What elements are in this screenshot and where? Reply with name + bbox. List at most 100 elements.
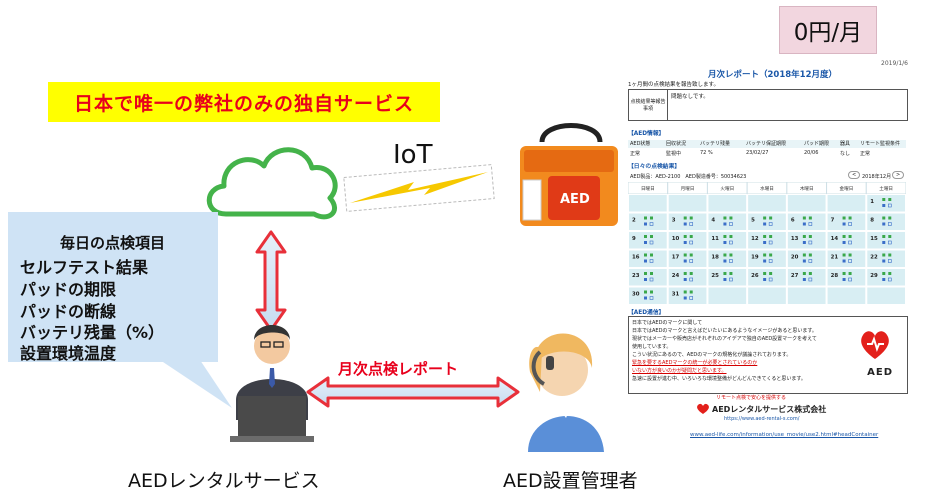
monthly-report-arrow-label: 月次点検レポート <box>338 360 459 378</box>
cloud-icon <box>206 147 338 220</box>
calendar-day-cell <box>628 249 668 268</box>
status-check-marker <box>644 222 647 226</box>
check-item: セルフテスト結果 <box>20 258 149 277</box>
status-check-marker <box>763 241 767 244</box>
aed-info-value-row: 正常 監視中 72 % 23/02/27 20/06 なし 正常 <box>628 150 906 158</box>
day-number: 1 <box>870 199 874 205</box>
day-number: 24 <box>672 273 680 279</box>
status-ok-marker <box>882 272 886 275</box>
vertical-double-arrow <box>255 230 287 332</box>
calendar-day-cell <box>826 231 867 250</box>
check-item: パッドの期限 <box>20 280 117 299</box>
weekday-label: 木曜日 <box>800 185 814 192</box>
day-number: 26 <box>751 273 759 279</box>
day-number: 17 <box>672 255 680 261</box>
status-check-marker <box>729 277 733 282</box>
info-value: 72 % <box>700 150 713 156</box>
status-check-marker <box>723 259 727 263</box>
calendar-day-cell <box>747 249 787 268</box>
day-number: 6 <box>791 218 795 224</box>
prev-month-button[interactable]: < <box>848 171 861 179</box>
calendar-day-cell <box>667 231 708 250</box>
status-check-marker <box>768 277 773 282</box>
status-check-marker <box>729 259 733 263</box>
status-ok-marker <box>644 253 647 257</box>
status-ok-marker <box>723 272 727 275</box>
status-check-marker <box>882 204 886 207</box>
status-check-marker <box>882 222 886 226</box>
status-ok-marker <box>802 216 806 220</box>
status-ok-marker <box>723 216 727 220</box>
news-line: 日本ではAEDのマークと言えばだいたいにあるようなイメージがあると思います。 <box>632 328 817 334</box>
day-number: 8 <box>870 218 874 224</box>
check-item: バッテリ残量（%） <box>20 323 165 342</box>
aed-logo-text: AED <box>867 367 893 378</box>
status-check-marker <box>644 296 647 300</box>
caption-aed-manager: AED設置管理者 <box>503 470 638 492</box>
daily-check-callout: 毎日の点検項目 セルフテスト結果 パッドの期限 パッドの断線 バッテリ残量（%）… <box>8 212 218 363</box>
status-ok-marker <box>689 290 693 294</box>
status-ok-marker <box>723 253 727 257</box>
day-number: 2 <box>632 218 636 224</box>
status-ok-marker <box>848 272 852 275</box>
calendar-day-cell <box>707 268 748 287</box>
status-check-marker <box>842 241 846 244</box>
status-ok-marker <box>729 235 733 238</box>
calendar-day-cell <box>826 249 867 268</box>
weekday-label: 金曜日 <box>840 185 854 192</box>
section-aed-news: 【AED通信】 <box>628 310 665 316</box>
monthly-report-document: 2019/1/6 月次レポート（2018年12月度） 1ヶ月間の点検結果を報告致… <box>620 60 912 450</box>
status-ok-marker <box>644 272 647 275</box>
aed-news-box: 日本ではAEDのマークに関して 日本ではAEDのマークと言えばだいたいにあるよう… <box>628 316 908 394</box>
day-number: 30 <box>632 292 640 298</box>
status-ok-marker <box>842 235 846 238</box>
status-check-marker <box>649 296 654 300</box>
info-value: なし <box>840 151 851 157</box>
status-ok-marker <box>763 216 767 220</box>
next-month-button[interactable]: > <box>892 171 905 179</box>
summary-value: 問題なしです。 <box>671 94 709 100</box>
info-value: 正常 <box>860 151 871 157</box>
status-check-marker <box>848 240 852 245</box>
status-check-marker <box>768 259 773 263</box>
info-header: 器具 <box>840 141 851 147</box>
day-number: 21 <box>831 255 839 261</box>
status-ok-marker <box>808 272 812 275</box>
info-header: リモート監視条件 <box>860 141 901 147</box>
status-check-marker <box>887 277 892 282</box>
status-check-marker <box>649 240 654 245</box>
calendar-day-cell <box>707 249 748 268</box>
status-check-marker <box>689 277 694 282</box>
status-check-marker <box>689 259 694 263</box>
status-ok-marker <box>729 253 733 257</box>
status-ok-marker <box>842 272 846 275</box>
status-check-marker <box>842 278 846 281</box>
status-ok-marker <box>683 253 687 257</box>
status-check-marker <box>763 278 767 281</box>
day-number: 12 <box>751 236 759 242</box>
status-check-marker <box>808 277 813 282</box>
status-ok-marker <box>644 290 647 294</box>
status-check-marker <box>768 240 773 245</box>
company-url[interactable]: https://www.aed-rental-s.com/ <box>724 416 800 422</box>
report-footer-link[interactable]: www.aed-life.com/information/use_movie/u… <box>690 432 879 438</box>
status-ok-marker <box>848 235 852 238</box>
status-check-marker <box>723 222 727 226</box>
calendar-day-cell <box>866 286 906 305</box>
day-number: 13 <box>791 236 799 242</box>
day-number: 29 <box>870 273 878 279</box>
status-ok-marker <box>644 235 647 238</box>
status-ok-marker <box>882 216 886 220</box>
status-ok-marker <box>882 198 886 201</box>
status-check-marker <box>729 240 733 245</box>
callout-tail <box>160 360 232 408</box>
status-ok-marker <box>683 290 687 294</box>
status-ok-marker <box>650 290 653 294</box>
price-badge: 0円/月 <box>779 6 877 54</box>
status-check-marker <box>882 241 886 244</box>
calendar-day-cell <box>826 268 867 287</box>
status-check-marker <box>689 240 694 245</box>
calendar-day-cell <box>826 194 867 213</box>
calendar-info: AED製品：AED-2100 AED製造番号：50034623 <box>630 174 747 180</box>
